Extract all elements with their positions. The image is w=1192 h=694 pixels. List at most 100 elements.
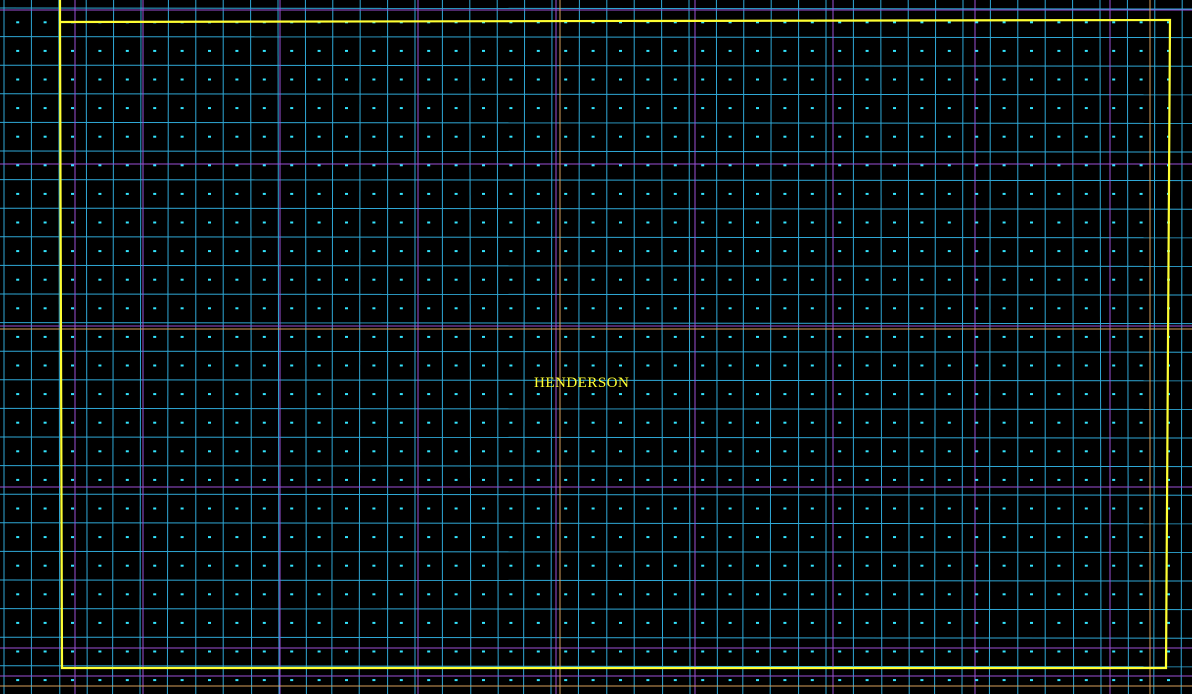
section-marker [427,536,431,539]
section-marker [482,593,485,596]
section-marker [1030,507,1033,510]
section-line-vertical [496,0,499,694]
section-marker [235,421,239,424]
section-marker [1139,450,1143,453]
section-marker [262,221,266,224]
section-marker [619,478,622,481]
section-marker [180,621,184,624]
section-marker [536,421,540,424]
section-marker [482,278,485,281]
section-marker [262,192,266,195]
section-marker [235,593,239,596]
section-marker [810,335,814,338]
section-marker [1030,421,1033,424]
section-marker [262,250,266,253]
section-marker [98,650,102,653]
section-marker [975,593,979,596]
section-marker [372,536,376,539]
section-marker [646,421,650,424]
section-marker [920,593,924,596]
section-marker [180,107,184,110]
section-marker [1167,478,1170,481]
section-marker [1030,564,1033,567]
section-marker [509,536,513,539]
section-marker [893,621,896,624]
section-marker [262,49,266,52]
section-marker [893,335,896,338]
section-marker [180,192,184,195]
section-marker [290,364,294,367]
section-marker [16,307,20,310]
section-marker [975,478,979,481]
section-marker [591,679,595,682]
section-line-vertical [769,0,772,694]
section-marker [728,49,732,52]
section-marker [125,278,129,281]
section-marker [235,650,239,653]
section-marker [1002,164,1006,167]
section-line-vertical [1099,0,1102,694]
section-marker [180,364,184,367]
section-marker [673,221,677,224]
section-marker [399,307,403,310]
section-marker [317,621,321,624]
section-line-horizontal [0,121,1192,124]
section-marker [591,536,595,539]
section-marker [317,507,321,510]
section-marker [1167,621,1170,624]
section-marker [1002,192,1006,195]
section-marker [509,621,513,624]
section-marker [1139,78,1143,81]
section-marker [728,450,732,453]
section-marker [16,507,20,510]
section-marker [125,593,129,596]
section-line-vertical [1153,0,1156,694]
section-marker [208,478,211,481]
section-marker [701,135,705,138]
section-marker [591,564,595,567]
section-marker [262,564,266,567]
section-marker [16,621,20,624]
section-marker [427,135,431,138]
section-marker [975,221,979,224]
section-marker [536,135,540,138]
section-marker [235,192,239,195]
section-marker [372,621,376,624]
section-marker [701,221,705,224]
section-marker [16,364,20,367]
section-marker [454,679,458,682]
section-marker [125,393,129,396]
section-marker [262,478,266,481]
section-marker [564,21,568,24]
section-marker [673,679,677,682]
section-line-horizontal [0,579,1192,582]
section-marker [153,164,157,167]
section-marker [509,650,513,653]
section-marker [701,564,705,567]
section-marker [180,307,184,310]
county-boundary[interactable] [58,0,1172,670]
section-marker [1084,192,1088,195]
section-marker [98,507,102,510]
section-marker [509,164,513,167]
section-marker [454,192,458,195]
section-marker [1112,164,1116,167]
county-label[interactable]: HENDERSON [534,375,629,391]
section-marker [235,335,239,338]
section-marker [16,564,20,567]
section-marker [728,564,732,567]
section-marker [16,335,20,338]
section-marker [564,192,568,195]
section-marker [920,335,924,338]
section-marker [1167,679,1170,682]
section-marker [262,107,266,110]
section-marker [591,478,595,481]
section-marker [98,192,102,195]
section-marker [345,221,348,224]
section-marker [1002,278,1006,281]
section-marker [1030,78,1033,81]
section-marker [783,478,787,481]
section-marker [1002,335,1006,338]
